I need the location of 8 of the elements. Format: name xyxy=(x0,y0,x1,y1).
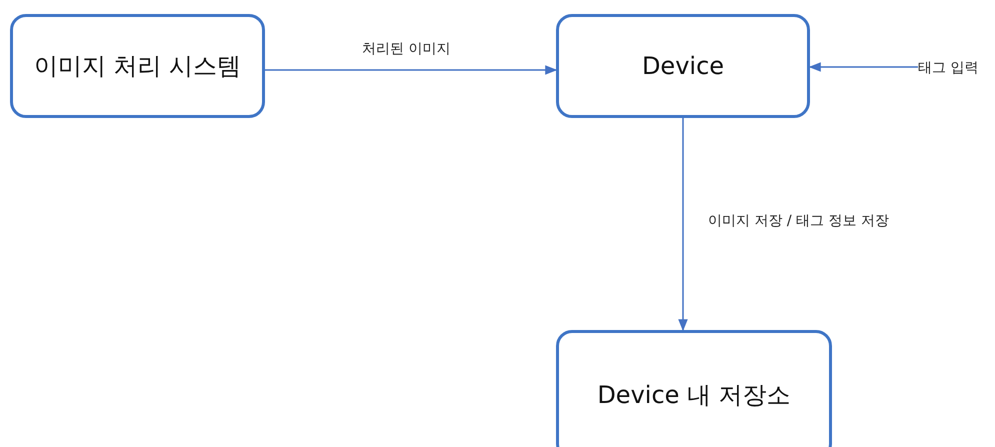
arrow xyxy=(678,118,688,332)
edge-label: 이미지 저장 / 태그 정보 저장 xyxy=(706,212,891,230)
process-box: 이미지 처리 시스템 xyxy=(10,14,265,118)
arrow xyxy=(265,65,558,75)
arrow xyxy=(808,62,918,72)
process-box: Device xyxy=(556,14,810,118)
input-label: 태그 입력 xyxy=(918,56,992,80)
process-box: Device 내 저장소 xyxy=(556,330,832,447)
